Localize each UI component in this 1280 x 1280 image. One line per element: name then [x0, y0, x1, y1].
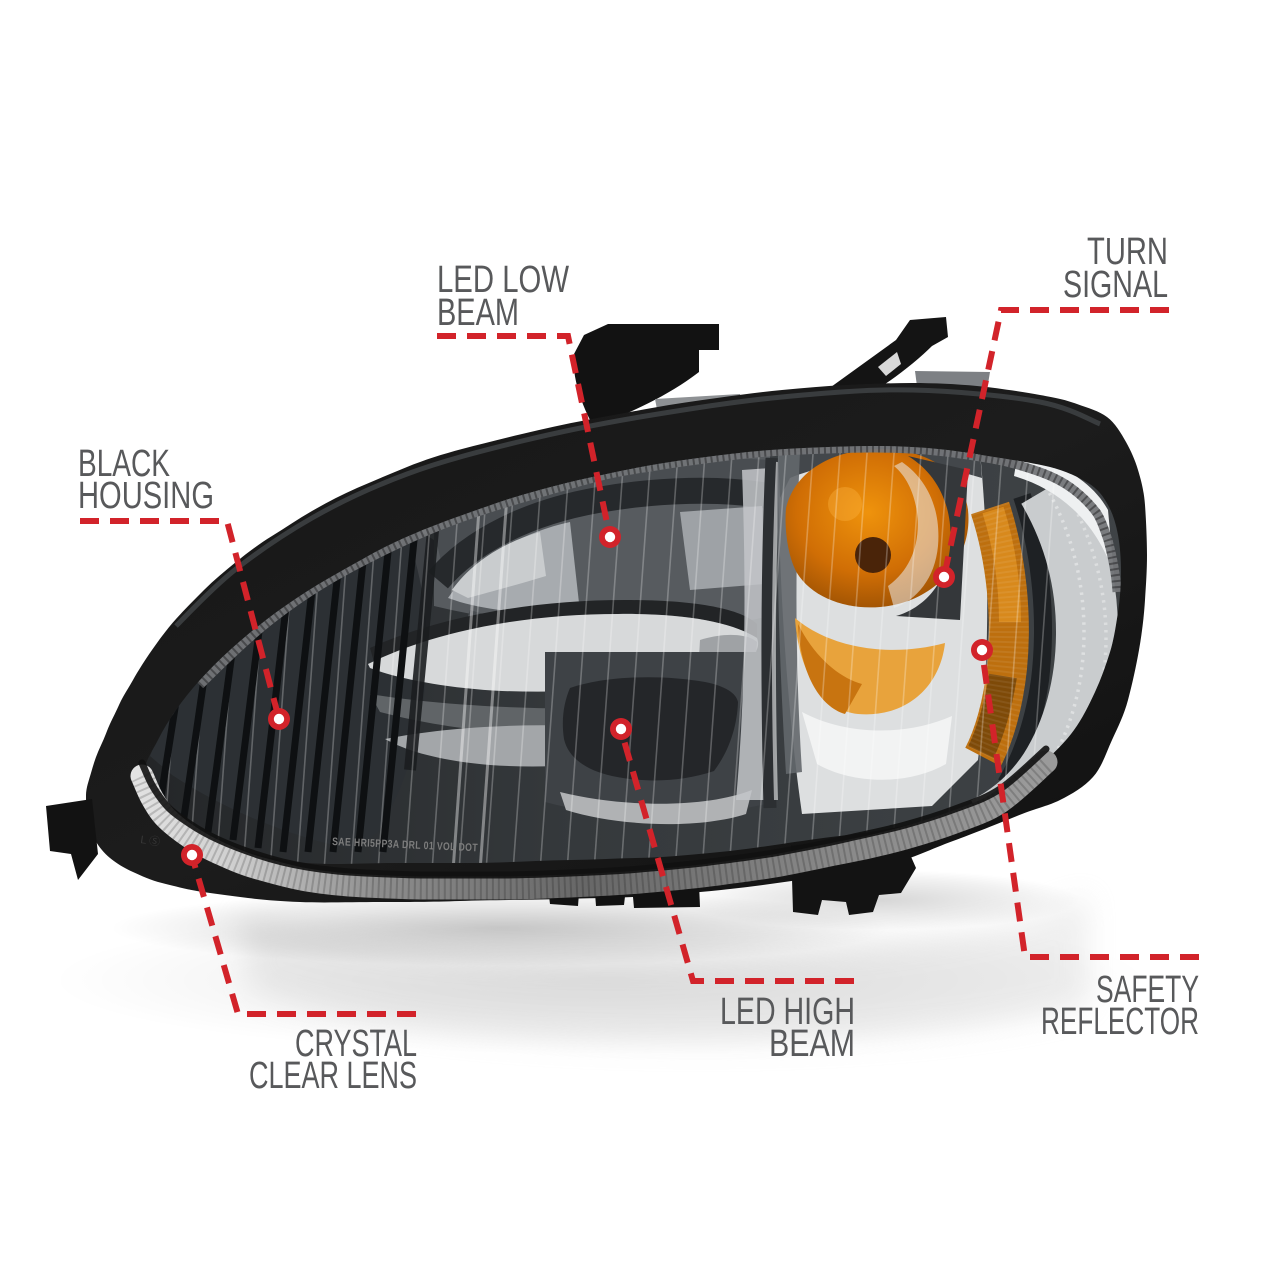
svg-text:LED LOW: LED LOW — [437, 259, 569, 301]
svg-text:CRYSTAL: CRYSTAL — [295, 1023, 417, 1065]
svg-text:LED HIGH: LED HIGH — [720, 991, 855, 1033]
svg-text:BEAM: BEAM — [437, 292, 519, 334]
svg-text:TURN: TURN — [1087, 231, 1168, 273]
svg-text:REFLECTOR: REFLECTOR — [1041, 1001, 1199, 1043]
svg-text:HOUSING: HOUSING — [78, 475, 214, 517]
svg-text:SAFETY: SAFETY — [1096, 969, 1199, 1011]
svg-text:BEAM: BEAM — [769, 1023, 855, 1065]
svg-text:BLACK: BLACK — [78, 443, 170, 485]
svg-text:SIGNAL: SIGNAL — [1063, 264, 1168, 306]
svg-text:L Ⓢ: L Ⓢ — [140, 833, 161, 849]
svg-text:CLEAR LENS: CLEAR LENS — [249, 1055, 417, 1097]
